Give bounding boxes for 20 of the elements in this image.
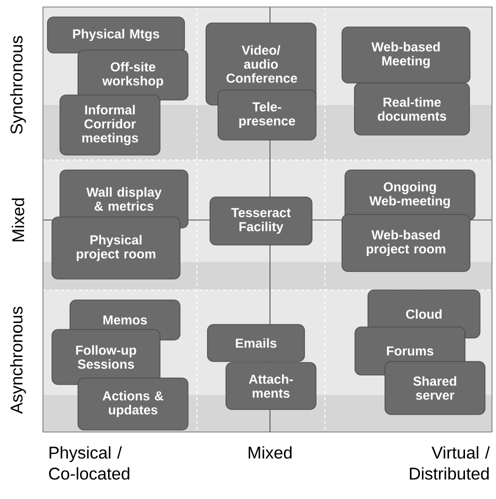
- label-box: Tele-presence: [218, 90, 316, 140]
- axis-label: Asynchronous: [10, 306, 26, 414]
- axis-label: Virtual / Distributed: [410, 446, 490, 480]
- label-box: Real-time documents: [354, 82, 470, 136]
- label-box: Web-based project room: [342, 214, 470, 272]
- label-box: Physical Mtgs: [47, 16, 185, 54]
- label-box: Tesseract Facility: [210, 196, 312, 246]
- label-box: Off-site workshop: [78, 50, 188, 100]
- label-box: Shared server: [384, 361, 486, 415]
- label-box: Follow-up Sessions: [52, 329, 160, 385]
- label-box: Web-based Meeting: [342, 26, 470, 84]
- axis-label: Synchronous: [10, 36, 26, 134]
- label-box: Attach-ments: [226, 362, 316, 410]
- axis-label: Physical / Co-located: [49, 446, 130, 480]
- label-box: Informal Corridor meetings: [60, 94, 160, 156]
- label-box: Actions & updates: [78, 378, 188, 430]
- axis-label: Mixed: [12, 198, 24, 242]
- axis-label: Mixed: [248, 446, 292, 459]
- label-box: Emails: [207, 324, 305, 362]
- label-box: Physical project room: [52, 216, 180, 280]
